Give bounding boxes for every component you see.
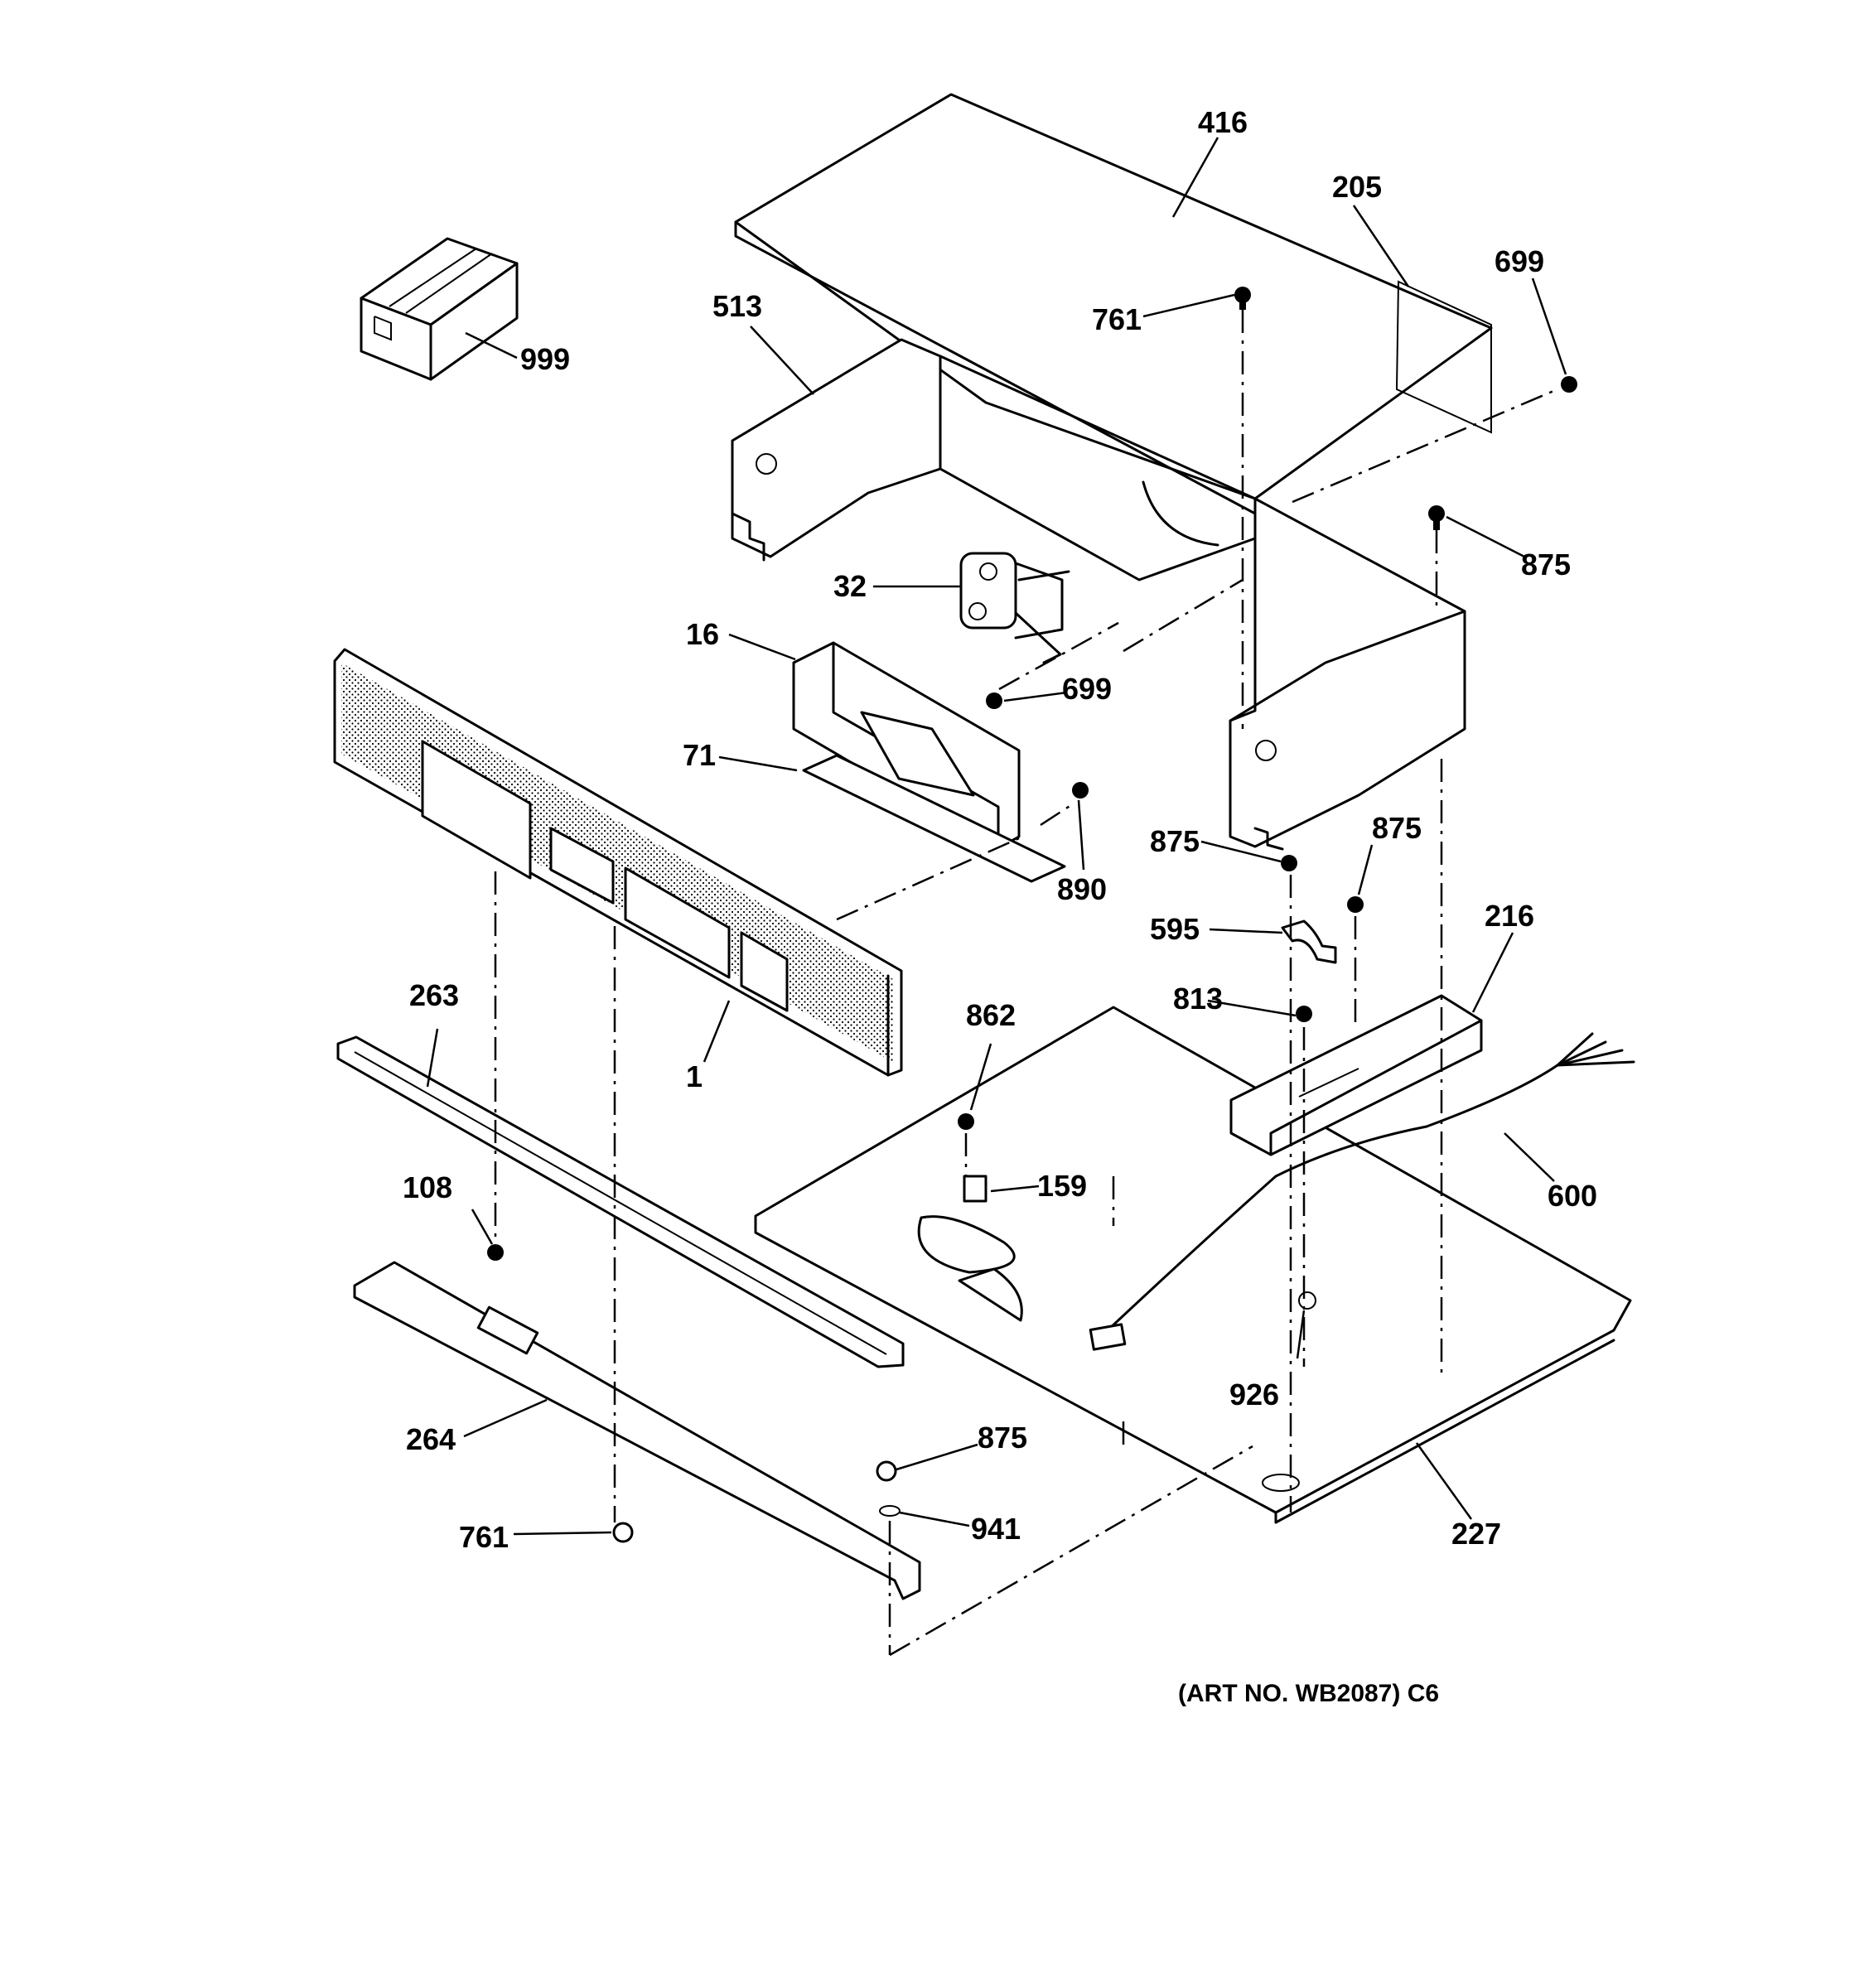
callout-890: 890 [1057,872,1107,906]
callout-264: 264 [406,1422,456,1456]
screw-108 [487,1244,504,1261]
callout-108: 108 [403,1170,452,1204]
switch-159 [963,1175,988,1203]
callout-205: 205 [1332,170,1382,204]
callout-699-rear: 699 [1495,244,1544,278]
callout-416: 416 [1198,105,1248,139]
nut-926 [1298,1291,1316,1310]
callout-600: 600 [1548,1179,1597,1213]
screw-813 [1296,1006,1312,1022]
callout-999: 999 [520,342,570,376]
callout-813: 813 [1173,982,1223,1016]
part-513-left-side-panel [731,338,1257,581]
part-32-fan-motor [959,552,1070,664]
screw-761-lower [612,1522,634,1543]
part-1-control-panel [333,648,903,1077]
callout-761-lower: 761 [459,1520,509,1554]
callout-926: 926 [1229,1378,1279,1411]
part-227-bottom-plate [754,1006,1632,1524]
callout-875-lower: 875 [978,1421,1027,1455]
callout-875-upper: 875 [1521,548,1571,581]
callout-159: 159 [1037,1169,1087,1203]
callout-1: 1 [686,1059,703,1093]
part-263-trim-strip [336,1035,905,1368]
callout-875-mid-right: 875 [1372,811,1422,845]
part-600-wire-harness [1089,1032,1635,1351]
screw-890 [1072,782,1089,799]
part-16-control-board [792,641,1021,850]
screw-761-top [1234,287,1251,310]
callout-595: 595 [1150,912,1200,946]
callout-513: 513 [712,289,762,323]
callout-699-fan: 699 [1062,672,1112,706]
screw-875-lower [876,1460,897,1482]
callout-32: 32 [833,569,867,603]
screw-875-mid-right [1347,896,1364,913]
callout-761-top: 761 [1092,302,1142,336]
callout-875-mid-left: 875 [1150,824,1200,858]
part-264-support-bracket [353,1261,921,1600]
callout-216: 216 [1485,899,1534,933]
callout-labels: 416 205 699 513 761 999 875 32 16 699 71… [403,105,1597,1707]
washer-941 [879,1505,901,1517]
callout-16: 16 [686,617,719,651]
screw-699-rear [1561,376,1577,393]
screw-875-upper-right [1428,505,1445,530]
clamp-595 [1281,919,1337,964]
callout-941: 941 [971,1512,1021,1546]
callout-227: 227 [1451,1517,1501,1551]
part-216-terminal-cover [1229,994,1483,1156]
screw-875-mid-left [1281,855,1297,871]
callout-71: 71 [683,738,716,772]
screw-699-fan [986,692,1002,709]
callout-862: 862 [966,998,1016,1032]
alignment-lines [494,310,1558,1657]
leader-lines [426,137,1567,1536]
art-number-caption: (ART NO. WB2087) C6 [1178,1680,1439,1707]
part-999-box [360,237,519,381]
part-71-insulation-pad [802,754,1066,883]
callout-263: 263 [409,978,459,1012]
screw-862 [958,1113,974,1130]
right-side-panel [1229,497,1466,851]
